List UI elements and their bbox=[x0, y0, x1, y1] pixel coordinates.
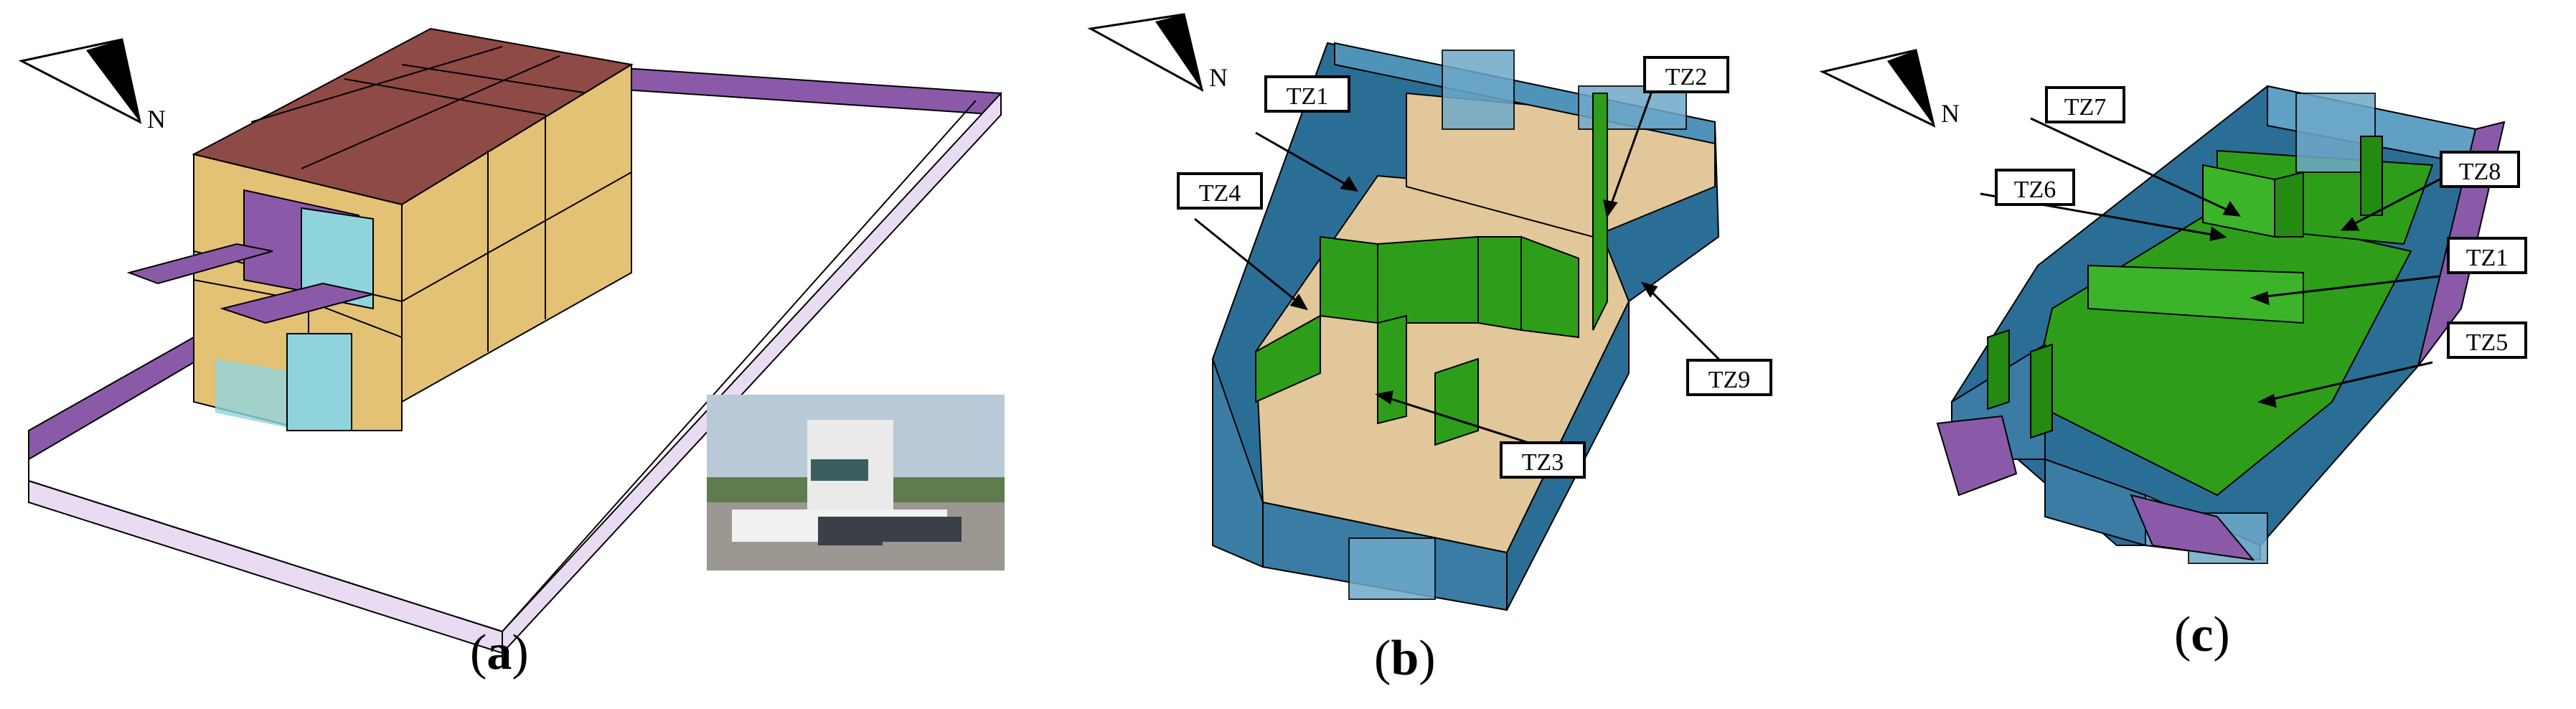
zone-label-tz9: TZ9 bbox=[1686, 359, 1772, 396]
building-shell bbox=[1212, 42, 1720, 611]
building-volume bbox=[126, 27, 634, 432]
panel-a: N bbox=[0, 0, 1026, 709]
north-label: N bbox=[147, 105, 166, 133]
north-label: N bbox=[1209, 63, 1228, 92]
building-shell bbox=[1936, 85, 2506, 564]
zone-label-tz1: TZ1 bbox=[2447, 237, 2527, 274]
zone-label-tz3: TZ3 bbox=[1500, 441, 1586, 479]
zone-label-tz8: TZ8 bbox=[2440, 151, 2520, 188]
zone-label-tz7: TZ7 bbox=[2045, 86, 2125, 123]
zone-label-tz2: TZ2 bbox=[1643, 56, 1729, 93]
zone-label-tz4: TZ4 bbox=[1177, 172, 1263, 210]
building-3d-model-a: N bbox=[18, 27, 1005, 655]
building-floor-model-c: N bbox=[1819, 49, 2506, 564]
caption-a: (a) bbox=[470, 625, 529, 680]
zone-label-tz1: TZ1 bbox=[1264, 75, 1350, 113]
partition-walls bbox=[1987, 136, 2383, 439]
north-arrow-icon bbox=[1819, 49, 1936, 128]
zone-label-tz6: TZ6 bbox=[1995, 169, 2075, 206]
north-label: N bbox=[1941, 99, 1960, 128]
north-arrow-icon bbox=[1087, 13, 1204, 92]
zone-arrows bbox=[1980, 117, 2440, 408]
panel-b: N bbox=[1076, 0, 1794, 709]
panel-c: N T bbox=[1815, 0, 2562, 709]
north-arrow-icon bbox=[18, 38, 142, 124]
caption-b: (b) bbox=[1374, 631, 1436, 686]
caption-c: (c) bbox=[2174, 607, 2230, 662]
zone-arrows bbox=[1194, 75, 1724, 446]
site-boundary bbox=[28, 67, 1002, 655]
zone-label-tz5: TZ5 bbox=[2447, 321, 2527, 359]
house-photo-inset bbox=[707, 395, 1005, 571]
building-floor-model-b: N bbox=[1087, 13, 1724, 611]
